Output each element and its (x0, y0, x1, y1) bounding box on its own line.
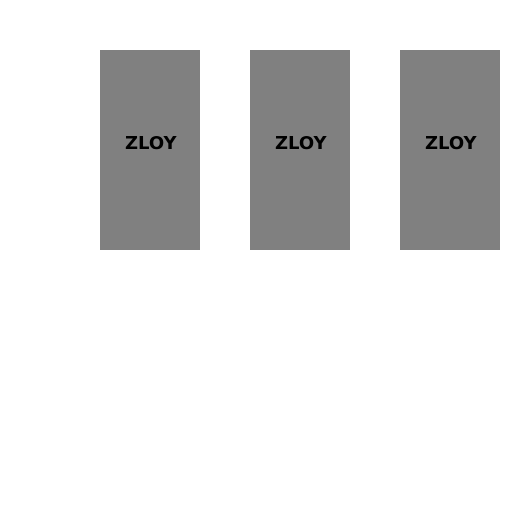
tile-2-label: ZLOY (275, 133, 327, 154)
tile-2: ZLOY (250, 50, 350, 250)
tile-1-label: ZLOY (125, 133, 177, 154)
tile-3: ZLOY (400, 50, 500, 250)
tile-3-label: ZLOY (425, 133, 477, 154)
tile-1: ZLOY (100, 50, 200, 250)
